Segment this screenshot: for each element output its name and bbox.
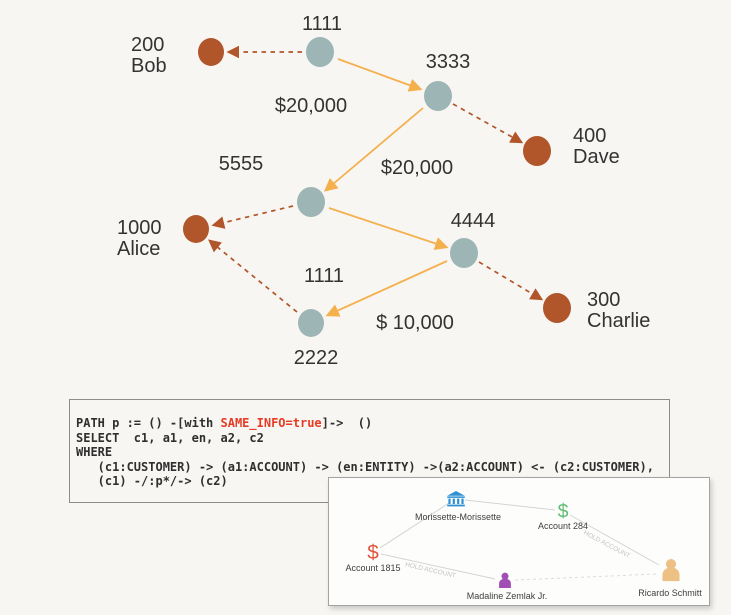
edge-owner-3333-dave xyxy=(452,103,524,144)
node-customer-dave xyxy=(523,136,551,166)
svg-text:$: $ xyxy=(558,500,569,522)
edge-1815-madaline[interactable] xyxy=(380,553,496,580)
label-transfer-20000-a: $20,000 xyxy=(275,95,347,117)
bank-icon[interactable] xyxy=(447,491,465,507)
edge-1815-morissette[interactable] xyxy=(379,502,450,549)
edge-owner-5555-alice xyxy=(211,205,294,229)
viz-node-label: Account 1815 xyxy=(345,563,400,573)
edge-284-ricardo[interactable] xyxy=(569,514,660,566)
node-account-4444 xyxy=(450,238,478,268)
viz-node-label: Account 284 xyxy=(538,521,588,531)
code-line-2: SELECT c1, a1, en, a2, c2 xyxy=(76,431,666,446)
edge-transfer-4444-2222 xyxy=(325,260,448,317)
viz-node-label: Ricardo Schmitt xyxy=(638,588,702,598)
edge-transfer-1111-3333 xyxy=(337,58,423,92)
code-text: (c1:CUSTOMER) -> (a1:ACCOUNT) -> (en:ENT… xyxy=(76,459,654,474)
edge-owner-4444-charlie xyxy=(478,261,544,301)
label-account-1111: 1111 xyxy=(302,13,342,35)
edge-label-hold-account-1: HOLD ACCOUNT xyxy=(404,561,456,579)
code-text: PATH p := () -[with xyxy=(76,416,221,430)
label-account-2222: 2222 xyxy=(294,347,339,369)
dollar-icon[interactable]: $ xyxy=(558,500,569,522)
code-line-3: WHERE xyxy=(76,445,666,460)
edge-madaline-ricardo[interactable] xyxy=(514,573,658,581)
edge-morissette-284[interactable] xyxy=(464,499,556,511)
pgql-code-block: PATH p := () -[with SAME_INFO=true]-> ()… xyxy=(69,399,670,503)
code-line-5: (c1) -/:p*/-> (c2) xyxy=(76,474,666,489)
node-customer-charlie xyxy=(543,293,571,323)
viz-node-account-284[interactable]: $Account 284 xyxy=(538,500,588,531)
viz-node-account-1815[interactable]: $Account 1815 xyxy=(345,541,400,573)
edge-transfer-3333-5555 xyxy=(323,107,424,192)
code-text: (c1) -/:p*/-> (c2) xyxy=(76,474,228,489)
viz-node-entity-morissette[interactable]: Morissette-Morissette xyxy=(415,491,501,522)
node-account-3333 xyxy=(424,81,452,111)
viz-node-label: Madaline Zemlak Jr. xyxy=(467,591,548,601)
edge-owner-2222-alice xyxy=(208,239,298,313)
code-highlight: SAME_INFO=true xyxy=(220,416,322,430)
node-account-1111 xyxy=(306,37,334,67)
code-line-1: PATH p := () -[with SAME_INFO=true]-> () xyxy=(76,416,666,431)
label-account-3333: 3333 xyxy=(426,51,471,73)
person-icon[interactable] xyxy=(499,572,511,589)
node-account-5555 xyxy=(297,187,325,217)
label-transfer-20000-b: $20,000 xyxy=(381,157,453,179)
svg-text:$: $ xyxy=(367,541,379,564)
viz-node-customer-madaline[interactable]: Madaline Zemlak Jr. xyxy=(467,572,548,601)
dollar-icon[interactable]: $ xyxy=(367,541,379,564)
label-account-4444: 4444 xyxy=(451,210,496,232)
code-text: ]-> () xyxy=(321,416,373,430)
label-transfer-10000: $ 10,000 xyxy=(376,312,454,334)
node-customer-alice xyxy=(183,215,209,243)
node-customer-bob xyxy=(198,38,224,66)
code-text: SELECT c1, a1, en, a2, c2 xyxy=(76,430,264,445)
label-edge-1111: 1111 xyxy=(304,265,344,287)
label-account-5555: 5555 xyxy=(219,153,264,175)
code-text: WHERE xyxy=(76,445,113,460)
edge-transfer-5555-4444 xyxy=(328,207,449,250)
person-icon[interactable] xyxy=(662,559,680,582)
code-line-4: (c1:CUSTOMER) -> (a1:ACCOUNT) -> (en:ENT… xyxy=(76,460,666,475)
viz-node-label: Morissette-Morissette xyxy=(415,512,501,522)
viz-node-customer-ricardo[interactable]: Ricardo Schmitt xyxy=(638,559,702,598)
node-account-2222 xyxy=(298,309,324,337)
